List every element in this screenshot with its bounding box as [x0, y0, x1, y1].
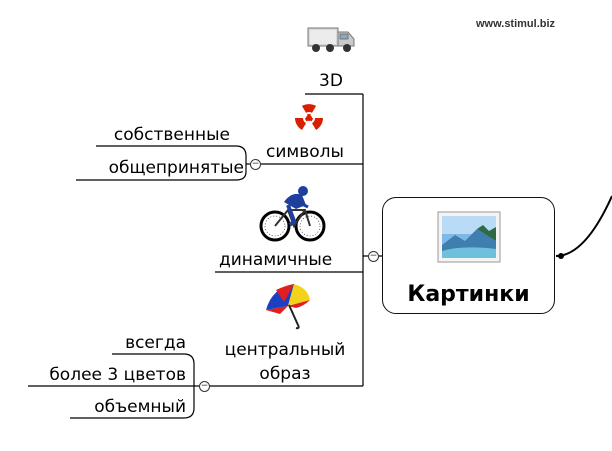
branch-symbols-label[interactable]: символы: [266, 142, 344, 162]
branch-3d-label[interactable]: 3D: [319, 71, 343, 91]
collapse-trunk-button[interactable]: −: [368, 251, 379, 262]
central-image-child-volume[interactable]: объемный: [94, 397, 186, 417]
central-image-child-colors[interactable]: более 3 цветов: [49, 365, 186, 385]
central-image-child-always[interactable]: всегда: [125, 333, 186, 353]
truck-icon: [306, 22, 356, 54]
radiation-symbol-icon: [293, 101, 325, 133]
central-topic[interactable]: Картинки: [382, 197, 555, 314]
branch-central-image-label-line2[interactable]: образ: [259, 364, 311, 384]
watermark: www.stimul.biz: [476, 18, 556, 30]
branch-central-image-label-line1[interactable]: центральный: [224, 340, 346, 360]
umbrella-icon: [262, 280, 312, 330]
branch-dynamic-label[interactable]: динамичные: [219, 250, 333, 270]
symbols-child-common[interactable]: общепринятые: [108, 158, 244, 178]
central-topic-title: Картинки: [407, 282, 530, 307]
symbols-child-own[interactable]: собственные: [113, 125, 230, 145]
cyclist-icon: [258, 183, 328, 245]
collapse-central-image-button[interactable]: −: [199, 381, 210, 392]
picture-icon: [437, 211, 501, 263]
collapse-symbols-button[interactable]: −: [250, 159, 261, 170]
